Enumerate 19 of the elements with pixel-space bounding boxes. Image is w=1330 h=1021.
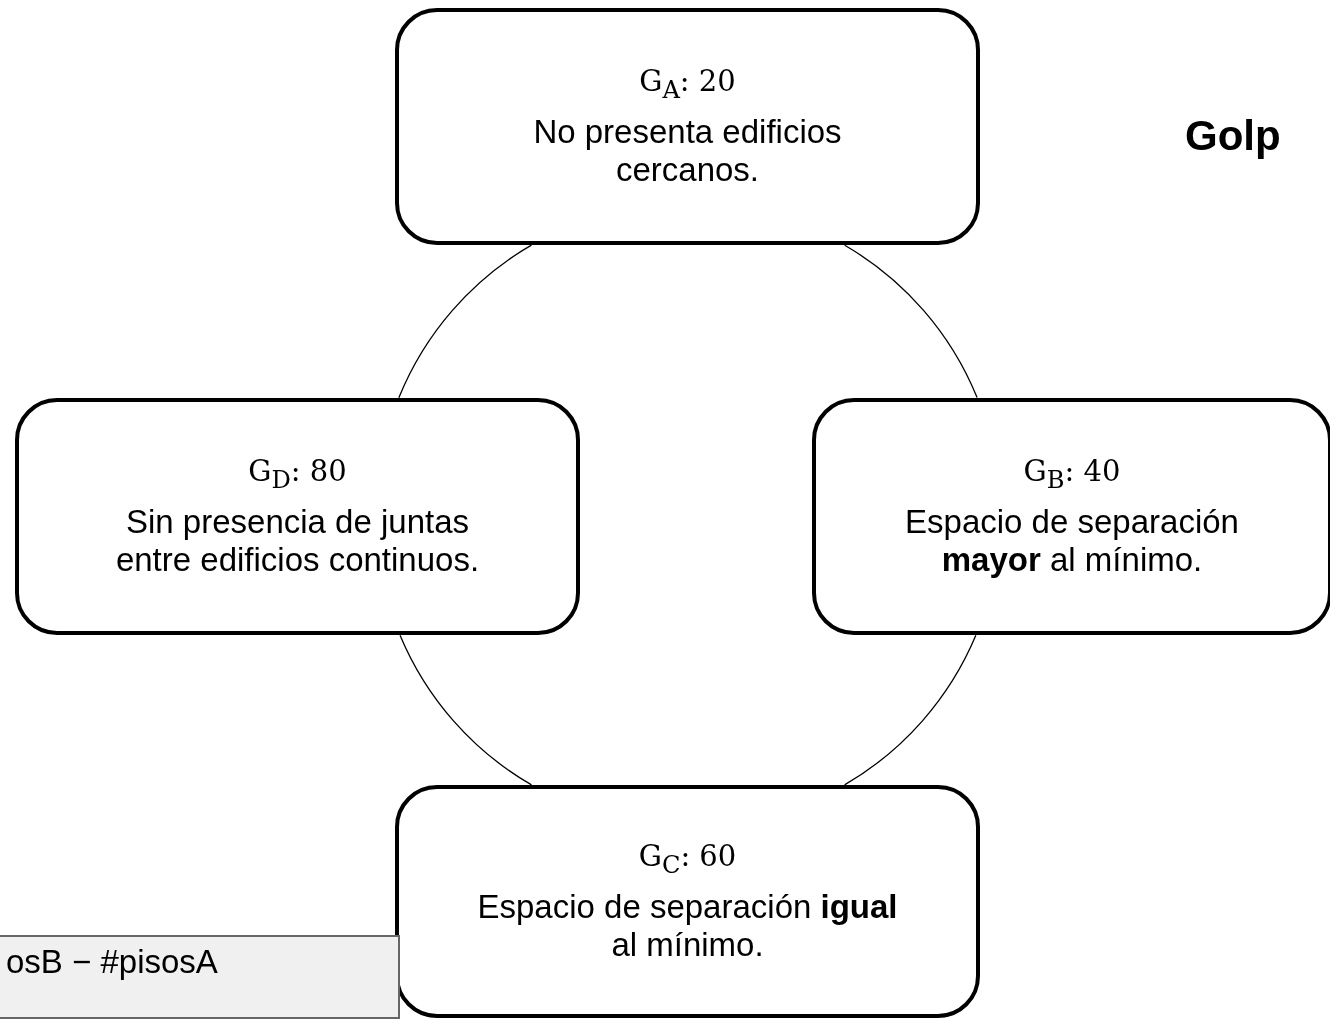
rounded-box bbox=[15, 398, 580, 635]
formula-box bbox=[0, 935, 400, 1019]
value-label: G$_{C}$: 60 bbox=[638, 838, 737, 879]
description-text: No presenta edificios cercanos. bbox=[532, 113, 843, 190]
description-text: osB − #pisosA bbox=[6, 943, 218, 981]
value-label: G$_{A}$: 20 bbox=[639, 63, 736, 104]
arc-connector bbox=[844, 244, 978, 399]
rounded-box bbox=[812, 398, 1330, 635]
value-label: G$_{B}$: 40 bbox=[1023, 453, 1121, 494]
title-text: Golp bbox=[1185, 112, 1281, 160]
arc-connector bbox=[843, 634, 977, 786]
arc-connector bbox=[398, 244, 533, 399]
description-text: Espacio de separación igual al mínimo. bbox=[476, 888, 899, 965]
rounded-box bbox=[395, 8, 980, 245]
rounded-box bbox=[395, 785, 980, 1018]
arc-connector bbox=[399, 634, 533, 786]
value-label: G$_{D}$: 80 bbox=[248, 453, 347, 494]
description-text: Sin presencia de juntas entre edificios continuos. bbox=[114, 503, 481, 580]
description-text: Espacio de separación mayor al mínimo. bbox=[904, 503, 1240, 580]
